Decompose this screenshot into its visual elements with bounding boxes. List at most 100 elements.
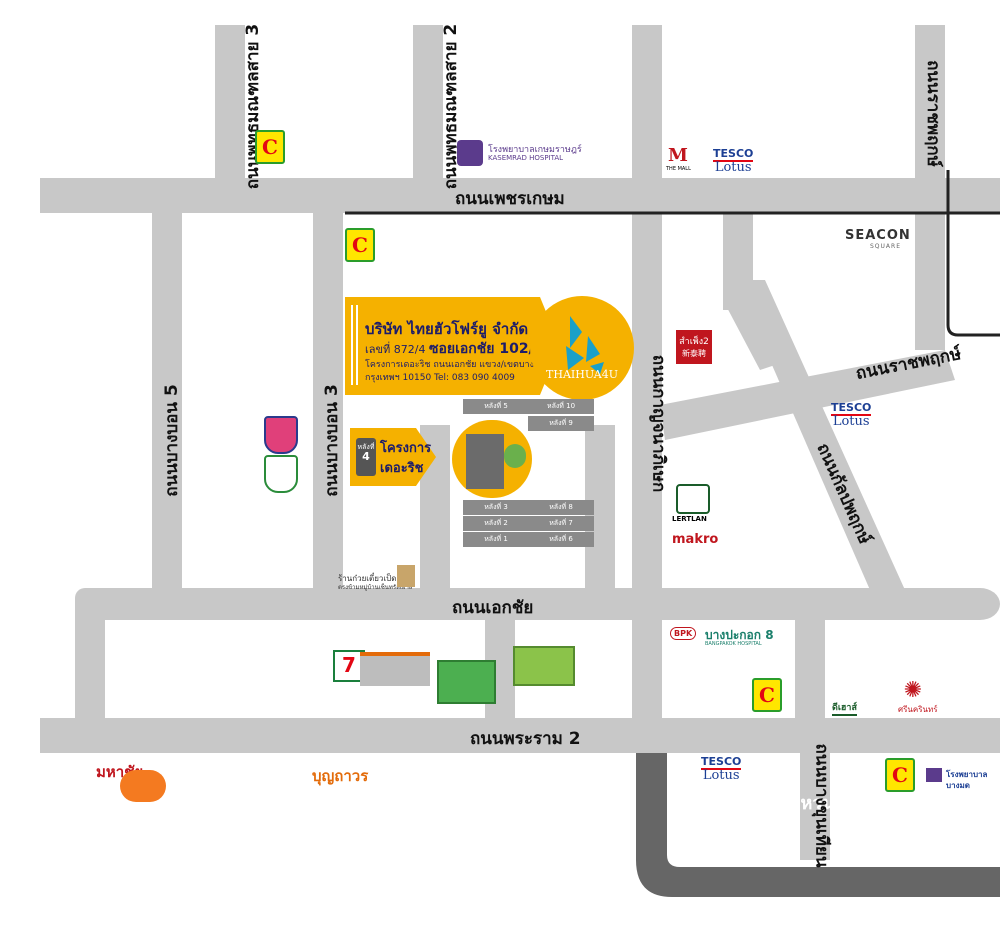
shop-icon [397,565,415,587]
lotus-text: Lotus [702,768,740,783]
hospital-cross-icon [457,140,483,166]
company-name: บริษัท ไทยฮัวโฟร์ยู จำกัด [365,320,529,338]
company-soi: ซอยเอกชัย 102/3 [428,341,544,357]
label-ekkachai: ถนนเอกชัย [452,598,534,618]
label-kanchanaphisek: ถนนกาญจนาภิเษก [648,354,669,493]
bpk-th: บางปะกอก 8 [705,628,774,642]
roads [40,25,1000,860]
company-address: เลขที่ 872/4 ซอยเอกชัย 102/3 [365,338,543,360]
bigc-store-icon [513,646,575,686]
plot-5: หลังที่ 5 [463,399,529,414]
hospital-bp-label: โรงพยาบาล [946,770,988,779]
bigc-logo-2: C [345,228,375,262]
company-logo: THAIHUA4U [530,296,634,400]
company-line2: โครงการเดอะริช ถนนเอกชัย แขวง/เขตบางบอน [365,360,552,370]
bpk-logo: BPK [670,627,697,640]
seven-eleven-logo: 7 [333,650,365,682]
kasemrad-th: โรงพยาบาลเกษมราษฎร์ [488,145,582,155]
road-phetkasem [40,178,1000,213]
lertlan-label: LERTLAN [672,515,707,523]
school-emblem-icon [264,416,298,454]
tesco-lotus-2: TESCO Lotus [831,401,872,428]
logo-mark-icon [566,316,604,374]
tesco-text: TESCO [831,401,872,416]
plot-9: หลังที่ 9 [528,416,594,431]
tesco-store-icon [437,660,496,704]
plot-10: หลังที่ 10 [528,399,594,414]
company-address-number: เลขที่ 872/4 [365,343,426,356]
bigc-logo-3: C [752,678,782,712]
kasemrad-en: KASEMRAD HOSPITAL [488,154,564,162]
plot-6: หลังที่ 6 [528,532,594,547]
road-ratchaphruek-top [915,25,945,180]
bigc-logo-1: C [255,130,285,164]
star-logo-icon: ✺ [903,678,923,703]
project-callout: หลังที่ 4 โครงการ เดอะริช [350,428,436,486]
samphueng-th: สำเพ็ง2 [679,337,709,347]
hospital-logo-icon [926,768,942,782]
road-phutthamonthon2 [413,25,443,180]
project-plot-badge: หลังที่ 4 [356,438,376,476]
tesco-lotus-3: TESCO Lotus [701,755,742,783]
project-name-2: เดอะริช [380,461,424,476]
hospital-bp-label2: บางมด [946,781,970,790]
plot-3: หลังที่ 3 [463,500,529,515]
building-icon [452,420,532,498]
rail-line-right [946,170,1000,337]
plot-2: หลังที่ 2 [463,516,529,531]
the-mall-logo-icon: M [668,145,688,166]
samphueng-logo: สำเพ็ง2 新泰聘 [676,330,712,364]
school-emblem-2-icon [264,455,298,493]
seven-eleven-store-icon [360,652,430,686]
tesco-text: TESCO [701,755,742,770]
lertlan-logo-icon [676,484,710,514]
company-banner-shape [345,297,560,395]
tesco-lotus-1: TESCO Lotus [713,147,754,175]
label-phetkasem: ถนนเพชรเกษม [455,189,565,209]
label-rama2: ถนนพระราม 2 [470,729,581,749]
plot-1: หลังที่ 1 [463,532,529,547]
label-bangbon5: ถนนบางบอน 5 [161,384,182,497]
samphueng-cn: 新泰聘 [682,349,706,358]
seacon-logo: SEACON [845,228,911,243]
tesco-text: TESCO [713,147,754,162]
company-banner: บริษัท ไทยฮัวโฟร์ยู จำกัด เลขที่ 872/4 ซ… [345,297,560,395]
the-mall-label: THE MALL [666,166,691,172]
plot-7: หลังที่ 7 [528,516,594,531]
label-outer-ring: วงแหวนรอบนอก [770,793,901,814]
road-soi-4 [795,618,825,718]
project-name-1: โครงการ [380,441,432,456]
shrimp-icon [120,770,166,802]
road-outer-ring [636,753,1000,897]
road-phutthamonthon3 [215,25,245,180]
road-kanchanaphisek [632,210,662,745]
logo-text: THAIHUA4U [546,368,618,381]
road-bangkhunthian [800,750,830,860]
road-ekkachai-left [75,588,105,738]
label-ratchaphruek-top: ถนนราชพฤกษ์ [922,60,943,167]
tree-icon [504,444,526,468]
project-plot-number: 4 [362,450,370,463]
small-shop-sub: ตรงข้ามหมู่บ้านเซ็นทรัลเฮ้าส์ [338,584,413,591]
small-shop: ร้านก๋วยเตี๋ยวเป็ด [338,574,397,583]
building-tower [466,434,504,489]
seven-label: 7 [342,653,356,677]
road-ratchaphruek-vert [915,210,945,350]
makro-label: makro [672,532,719,547]
project-plot-label: หลังที่ [357,443,375,451]
road-kanchanaphisek-top [632,25,662,185]
road-bangbon5 [152,210,182,600]
bigc-logo-4: C [885,758,915,792]
seal-label: ศรีนครินทร์ [898,705,938,714]
dhouse-label: ดีเฮาส์ [832,700,857,716]
label-bangbon3: ถนนบางบอน 3 [321,384,342,497]
road-bangbon3 [313,210,343,600]
plot-8: หลังที่ 8 [528,500,594,515]
seacon-sub: SQUARE [870,243,901,250]
road-rama2 [40,718,1000,753]
boonthavorn-label: บุญถาวร [312,767,369,785]
company-line3: กรุงเทพฯ 10150 Tel: 083 090 4009 [365,373,515,383]
lotus-text: Lotus [714,160,752,175]
